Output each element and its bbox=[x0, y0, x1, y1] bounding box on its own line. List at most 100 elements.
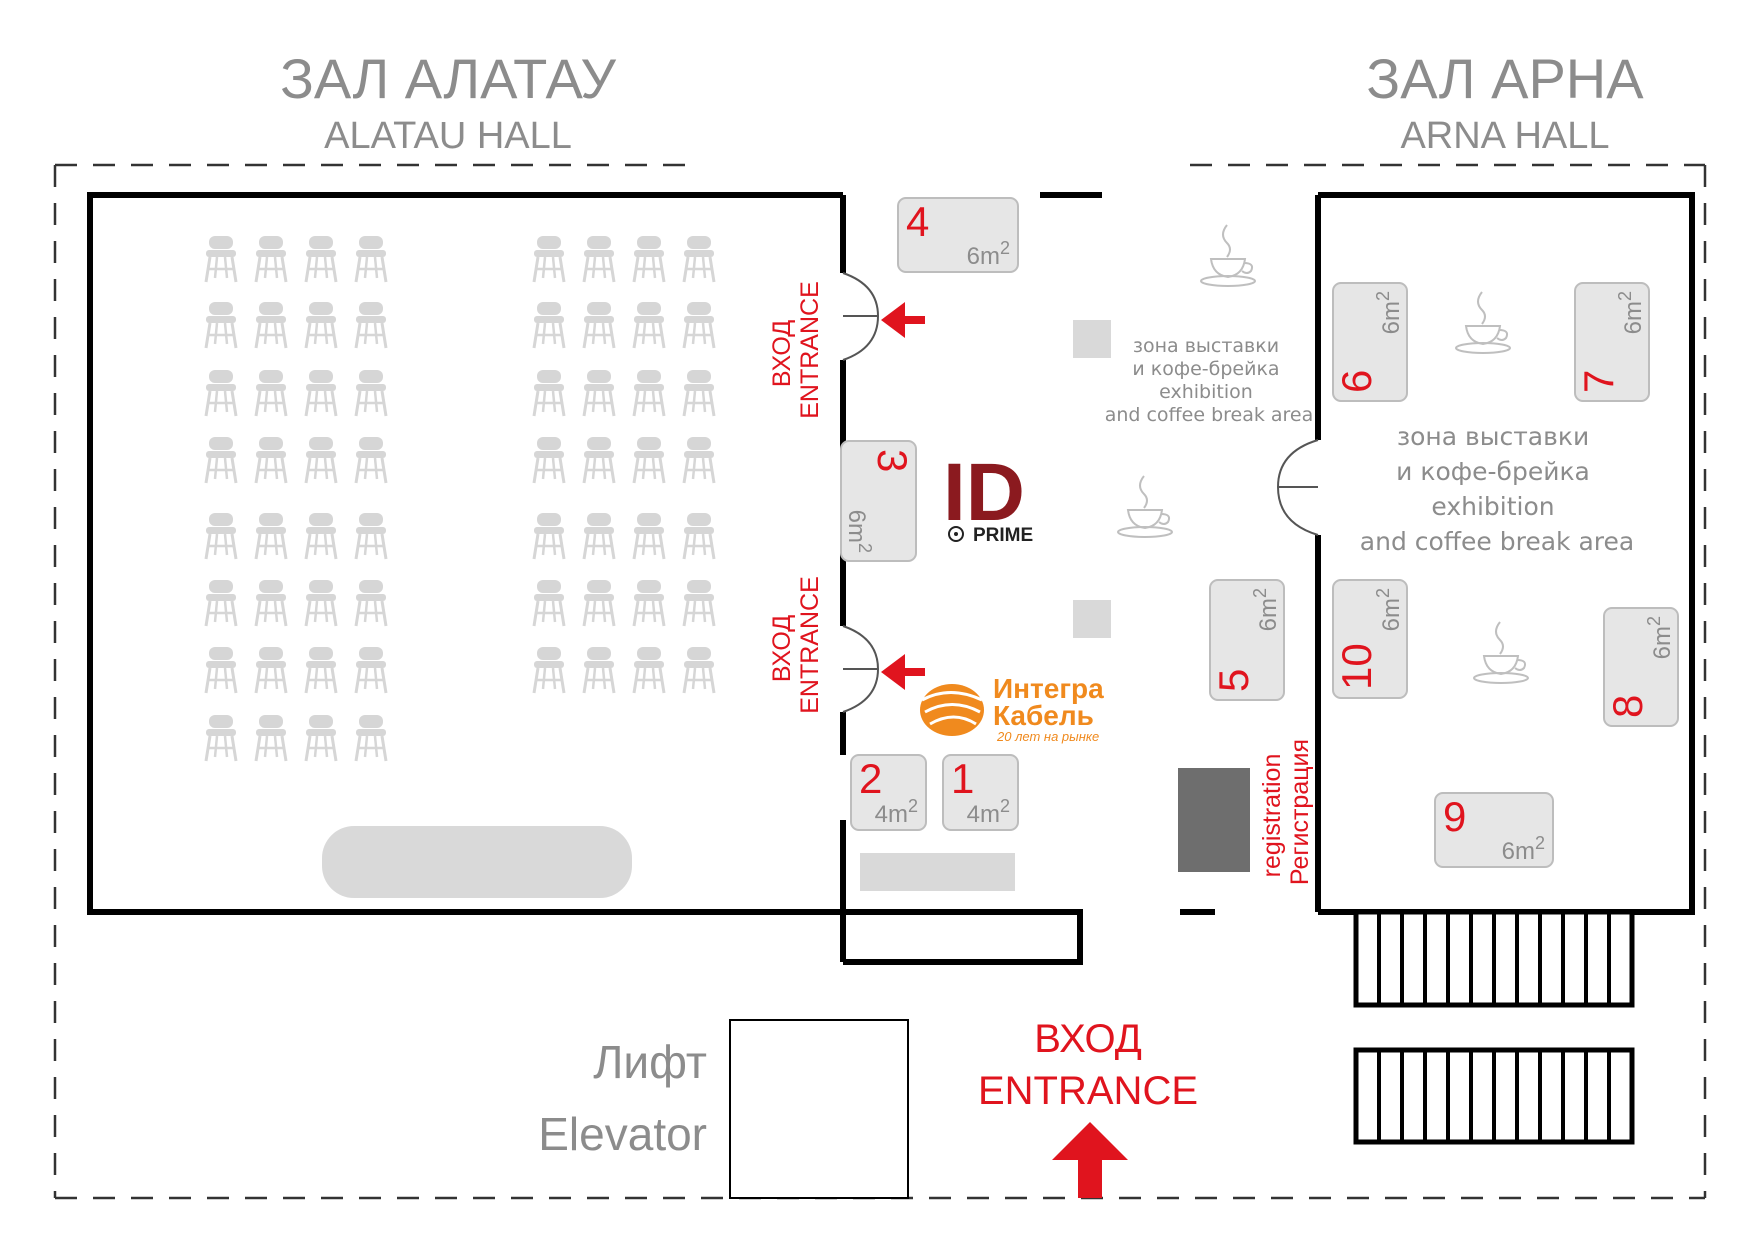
alatau-lower-door[interactable] bbox=[842, 625, 879, 713]
seating-chairs bbox=[204, 234, 716, 763]
chair-icon bbox=[304, 234, 338, 284]
alatau-hall-title-en: ALATAU HALL bbox=[324, 115, 572, 157]
main-entrance-en: ENTRANCE bbox=[978, 1069, 1198, 1113]
chair-icon bbox=[354, 368, 388, 418]
chair-icon bbox=[582, 368, 616, 418]
chair-icon bbox=[532, 368, 566, 418]
exhibition-booths: 14m224m236m246m256m266m276m286m296m2106m… bbox=[840, 197, 1679, 868]
chair-icon bbox=[532, 435, 566, 485]
chair-icon bbox=[304, 368, 338, 418]
svg-text:PRIME: PRIME bbox=[973, 525, 1033, 546]
booth-area: 6m2 bbox=[1250, 588, 1282, 631]
booth-number: 3 bbox=[869, 449, 916, 472]
svg-text:20 лет на рынке: 20 лет на рынке bbox=[996, 729, 1099, 744]
chair-icon bbox=[532, 300, 566, 350]
chair-icon bbox=[682, 234, 716, 284]
foyer-pillar-bottom bbox=[1073, 600, 1111, 638]
chair-icon bbox=[354, 578, 388, 628]
booth-number: 5 bbox=[1210, 669, 1257, 692]
chair-icon bbox=[204, 578, 238, 628]
chair-icon bbox=[632, 511, 666, 561]
chair-icon bbox=[532, 645, 566, 695]
chair-icon bbox=[304, 511, 338, 561]
chair-icon bbox=[632, 435, 666, 485]
booth-area: 6m2 bbox=[1615, 291, 1647, 334]
booth-area: 4m2 bbox=[875, 796, 918, 828]
integra-kabel-logo: Интегра Кабель 20 лет на рынке bbox=[920, 673, 1104, 744]
arna-door[interactable] bbox=[1277, 439, 1319, 536]
booth-number: 4 bbox=[906, 198, 929, 245]
chair-icon bbox=[354, 645, 388, 695]
chair-icon bbox=[254, 300, 288, 350]
chair-icon bbox=[354, 234, 388, 284]
chair-icon bbox=[354, 713, 388, 763]
coffee-cup-icon bbox=[1200, 224, 1256, 287]
booth-4[interactable]: 4 6m2 bbox=[897, 197, 1019, 273]
elevator-shaft[interactable] bbox=[729, 1019, 909, 1199]
stairs[interactable] bbox=[1353, 909, 1635, 1145]
chair-icon bbox=[532, 578, 566, 628]
booth-area: 6m2 bbox=[1644, 616, 1676, 659]
booth-area: 6m2 bbox=[1373, 291, 1405, 334]
chair-icon bbox=[532, 511, 566, 561]
chair-icon bbox=[204, 645, 238, 695]
booth-number: 2 bbox=[859, 755, 882, 802]
chair-icon bbox=[632, 578, 666, 628]
upper-entrance-arrow-icon bbox=[881, 302, 925, 338]
svg-text:ID: ID bbox=[943, 447, 1025, 538]
svg-text:registration Регистрация: registration Регистрация bbox=[1258, 739, 1314, 885]
chair-icon bbox=[304, 300, 338, 350]
elevator-label-en: Elevator bbox=[538, 1108, 707, 1160]
chair-icon bbox=[254, 511, 288, 561]
chair-icon bbox=[204, 713, 238, 763]
chair-icon bbox=[682, 645, 716, 695]
lower-side-entrance: ВХОД ENTRANCE bbox=[768, 576, 925, 714]
chair-icon bbox=[254, 368, 288, 418]
alatau-upper-door[interactable] bbox=[842, 272, 879, 361]
booth-number: 9 bbox=[1443, 793, 1466, 840]
chair-icon bbox=[304, 713, 338, 763]
chair-icon bbox=[204, 300, 238, 350]
booth-number: 1 bbox=[951, 755, 974, 802]
chair-icon bbox=[682, 435, 716, 485]
lower-entrance-ru: ВХОД bbox=[768, 615, 796, 682]
arna-zone-label: зона выставки и кофе-брейка exhibition a… bbox=[1360, 422, 1634, 556]
registration-label-en: registration bbox=[1258, 754, 1286, 878]
main-entrance: ВХОД ENTRANCE bbox=[978, 1017, 1198, 1198]
booth-number: 10 bbox=[1333, 643, 1380, 690]
main-entrance-arrow-icon bbox=[1052, 1122, 1128, 1198]
booth-3[interactable]: 3 6m2 bbox=[840, 440, 917, 562]
chair-icon bbox=[204, 368, 238, 418]
booth-area: 6m2 bbox=[967, 238, 1010, 270]
chair-icon bbox=[632, 645, 666, 695]
chair-icon bbox=[682, 578, 716, 628]
upper-side-entrance: ВХОД ENTRANCE bbox=[768, 281, 925, 419]
stage bbox=[322, 826, 632, 898]
upper-entrance-en: ENTRANCE bbox=[796, 281, 824, 419]
chair-icon bbox=[632, 234, 666, 284]
chair-icon bbox=[254, 234, 288, 284]
svg-text:Кабель: Кабель bbox=[993, 700, 1094, 731]
arna-hall-title-ru: ЗАЛ АРНА bbox=[1366, 47, 1644, 110]
booth-area: 6m2 bbox=[1373, 588, 1405, 631]
chair-icon bbox=[254, 645, 288, 695]
chair-icon bbox=[304, 435, 338, 485]
chair-icon bbox=[204, 511, 238, 561]
registration-label-ru: Регистрация bbox=[1286, 739, 1314, 885]
lower-entrance-en: ENTRANCE bbox=[796, 576, 824, 714]
booth-5[interactable]: 5 6m2 bbox=[1209, 579, 1285, 701]
chair-icon bbox=[582, 435, 616, 485]
booth-area: 6m2 bbox=[843, 510, 875, 553]
foyer-table bbox=[860, 853, 1015, 891]
chair-icon bbox=[682, 368, 716, 418]
chair-icon bbox=[204, 234, 238, 284]
registration-desk bbox=[1178, 768, 1250, 872]
